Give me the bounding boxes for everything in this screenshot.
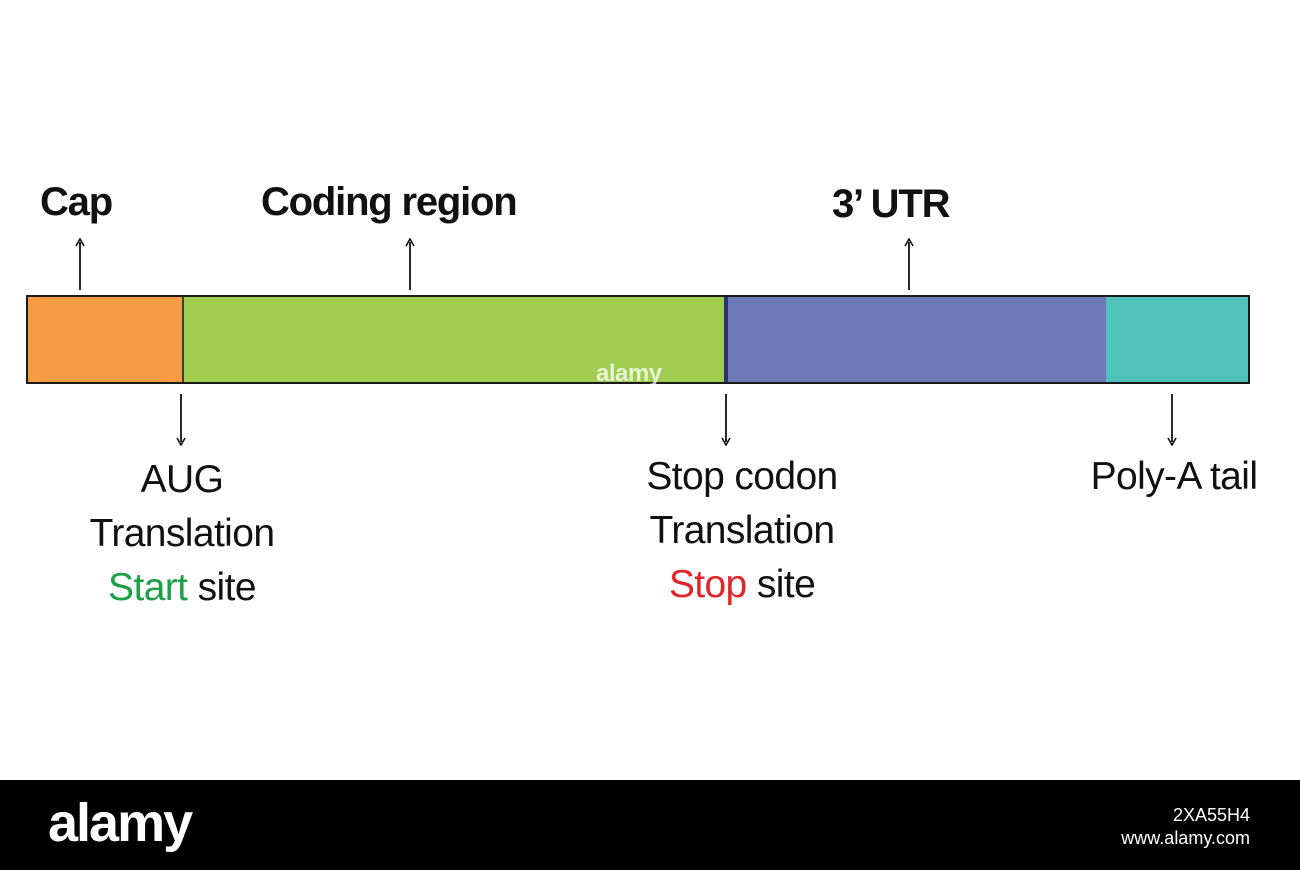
utr-segment xyxy=(724,297,1106,382)
start-site-arrow-icon xyxy=(176,394,186,446)
poly-a-arrow-icon xyxy=(1167,394,1177,446)
alamy-logo: alamy xyxy=(48,793,193,853)
start-highlight: Start xyxy=(108,566,188,609)
cap-label: Cap xyxy=(40,180,113,224)
stop-highlight: Stop xyxy=(668,563,747,606)
start-site-line1: AUG xyxy=(140,458,224,501)
stop-site-line3: Stop site xyxy=(612,558,872,612)
utr-label: 3’ UTR xyxy=(832,182,950,226)
stop-site-line2: Translation xyxy=(649,509,835,552)
stop-site-label: Stop codon Translation Stop site xyxy=(612,450,872,612)
image-id: 2XA55H4 xyxy=(1172,805,1250,825)
watermark-site: www.alamy.com xyxy=(1121,828,1250,848)
start-site-line2: Translation xyxy=(89,512,275,555)
cap-arrow-icon xyxy=(75,238,85,290)
poly-a-label: Poly-A tail xyxy=(1090,455,1258,498)
coding-region-arrow-icon xyxy=(405,238,415,290)
stop-site-suffix: site xyxy=(746,563,816,606)
poly-a-segment xyxy=(1106,297,1248,382)
start-site-label: AUG Translation Start site xyxy=(42,453,322,615)
watermark-band: alamy 2XA55H4 www.alamy.com xyxy=(0,780,1300,870)
stop-site-line1: Stop codon xyxy=(646,455,838,498)
utr-arrow-icon xyxy=(904,238,914,290)
cap-segment xyxy=(28,297,182,382)
coding-region-label: Coding region xyxy=(261,180,518,224)
bar-watermark-text: alamy xyxy=(596,360,662,387)
mrna-bar xyxy=(26,295,1250,384)
start-site-line3: Start site xyxy=(42,561,322,615)
start-site-suffix: site xyxy=(187,566,257,609)
coding-region-segment xyxy=(182,297,724,382)
stop-site-arrow-icon xyxy=(721,394,731,446)
